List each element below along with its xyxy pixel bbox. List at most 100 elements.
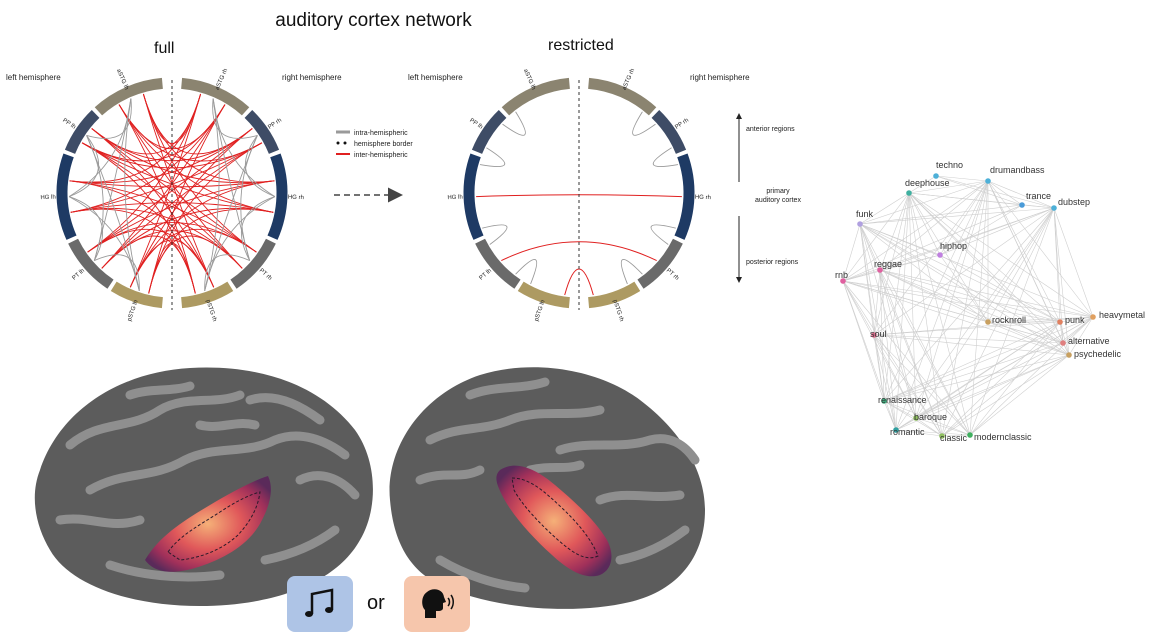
full-label-astg-rh: aSTG rh [215, 68, 230, 91]
restricted-arc-astg-rh [587, 77, 657, 116]
legend-inter-label: inter-hemispheric [354, 152, 408, 159]
restricted-label-pt-lh: PT lh [479, 268, 493, 282]
genre-edge [859, 223, 885, 402]
genre-edge [895, 354, 1070, 431]
genre-edge [859, 223, 881, 271]
genre-label-funk: funk [856, 209, 874, 219]
genre-edge [987, 180, 1055, 209]
genre-edge [842, 280, 917, 419]
genre-node-heavymetal [1090, 314, 1096, 320]
genre-edge [941, 321, 1061, 437]
genre-label-renaissance: renaissance [878, 395, 927, 405]
genre-edge [1059, 321, 1064, 344]
genre-label-baroque: baroque [914, 412, 947, 422]
restricted-arc-hg-lh [463, 153, 484, 240]
full-panel-label: full [154, 40, 175, 57]
genre-edge [935, 175, 989, 182]
speech-stimulus-badge [404, 576, 470, 632]
genre-edge [859, 223, 1064, 344]
inter-hemispheric-link [70, 142, 263, 213]
genre-edge [935, 175, 1023, 206]
inter-hemispheric-link [129, 93, 202, 288]
genre-label-trance: trance [1026, 191, 1051, 201]
posterior-label: posterior regions [746, 259, 799, 266]
genre-edge [859, 180, 989, 225]
genre-edge [969, 180, 989, 436]
genre-edge [842, 280, 1094, 318]
genre-label-techno: techno [936, 160, 963, 170]
genre-edge [895, 429, 943, 437]
inter-hemispheric-link [81, 142, 243, 269]
genre-edge [859, 204, 1023, 225]
inter-hemispheric-link [148, 235, 243, 294]
inter-hemispheric-link [91, 128, 275, 184]
genre-edge [895, 429, 971, 436]
full-right-hemisphere-label: right hemisphere [282, 73, 342, 82]
genre-edge [915, 342, 1064, 419]
genre-node-renaissance [881, 398, 887, 404]
genre-edge [883, 342, 1064, 402]
full-arc-astg-lh [94, 77, 164, 116]
inter-hemispheric-link [87, 128, 253, 253]
restricted-arc-hg-rh [674, 153, 695, 240]
full-label-pt-rh: PT rh [258, 268, 273, 282]
genre-edge [987, 321, 1064, 344]
full-region-arcs [56, 77, 288, 309]
restricted-region-arcs [463, 77, 695, 309]
left-hemisphere-brain [34, 367, 373, 606]
region-axis: anterior regions primary auditory cortex… [736, 113, 801, 283]
genre-edge [987, 316, 1094, 323]
inter-hemispheric-link [69, 128, 253, 184]
full-arc-pt-rh [230, 238, 276, 289]
genre-label-soul: soul [870, 329, 887, 339]
inter-hemispheric-link [69, 93, 202, 183]
genre-node-drumandbass [985, 178, 991, 184]
genre-edge [879, 254, 941, 271]
genre-node-deephouse [906, 190, 912, 196]
genre-edge [859, 223, 943, 437]
genre-edge [879, 207, 1055, 271]
intra-hemispheric-link [212, 98, 258, 139]
genre-edge [1021, 204, 1055, 209]
genre-edge [873, 316, 1094, 336]
genre-label-rnb: rnb [835, 270, 848, 280]
inter-hemispheric-link [69, 180, 275, 188]
genre-edge [883, 354, 1070, 402]
full-label-pstg-rh: pSTG rh [204, 299, 217, 322]
genre-edge [1053, 207, 1070, 356]
genre-edge [879, 192, 910, 271]
full-connections [68, 93, 276, 294]
full-arc-pt-lh [68, 238, 114, 289]
legend-border-label: hemisphere border [354, 141, 413, 148]
intra-hemispheric-link [502, 111, 526, 136]
genre-edge [873, 334, 1070, 356]
figure-title: auditory cortex network [275, 10, 472, 31]
intra-hemispheric-link [204, 196, 276, 291]
intra-hemispheric-link [86, 98, 132, 139]
genre-label-rocknroll: rocknroll [992, 315, 1026, 325]
intra-hemispheric-link [482, 224, 508, 245]
genre-node-rnb [840, 278, 846, 284]
genre-edge [879, 269, 917, 419]
genre-edge [873, 334, 885, 402]
full-arc-pp-rh [244, 109, 280, 154]
genre-edge [883, 400, 943, 437]
full-arc-hg-lh [56, 153, 77, 240]
intra-hemispheric-link [68, 135, 100, 198]
intra-hemispheric-link [620, 259, 643, 285]
full-label-astg-lh: aSTG lh [115, 68, 129, 91]
genre-edge [842, 280, 943, 437]
intra-hemispheric-link [632, 111, 656, 136]
genre-edge [879, 180, 989, 271]
restricted-label-pp-rh: PP rh [674, 118, 690, 131]
genre-edge [987, 180, 1094, 318]
genre-edge [969, 354, 1070, 436]
right-activation-contour [511, 477, 599, 559]
music-stimulus-badge [287, 576, 353, 632]
genre-edge [879, 269, 971, 436]
right-hemisphere-brain [389, 367, 705, 609]
restricted-left-hemisphere-label: left hemisphere [408, 73, 463, 82]
genre-node-funk [857, 221, 863, 227]
genre-label-classic: classic [940, 433, 968, 443]
genre-edge [969, 207, 1055, 436]
